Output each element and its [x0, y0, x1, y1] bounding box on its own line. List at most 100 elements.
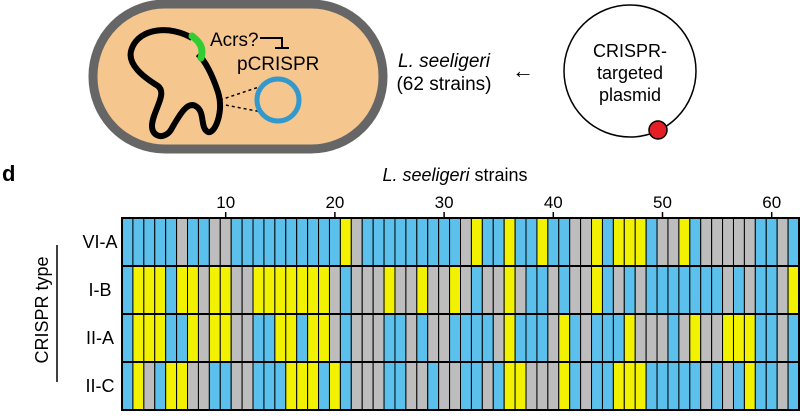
cell-ii-a-30 — [438, 313, 451, 363]
cell-vi-a-27 — [405, 217, 418, 267]
cell-vi-a-42 — [569, 217, 582, 267]
cell-ii-c-15 — [274, 361, 287, 411]
cell-ii-a-49 — [645, 313, 658, 363]
cell-ii-c-24 — [372, 361, 385, 411]
cell-i-b-8 — [197, 265, 210, 315]
cell-vi-a-52 — [678, 217, 691, 267]
cell-ii-a-39 — [536, 313, 549, 363]
cell-ii-c-6 — [176, 361, 189, 411]
cell-vi-a-48 — [634, 217, 647, 267]
cell-vi-a-11 — [230, 217, 243, 267]
cell-ii-c-4 — [154, 361, 167, 411]
cell-vi-a-44 — [591, 217, 603, 267]
cell-ii-a-9 — [208, 313, 221, 363]
cell-vi-a-1 — [121, 217, 134, 267]
cell-ii-a-23 — [361, 313, 374, 363]
cell-i-b-24 — [372, 265, 385, 315]
cell-i-b-39 — [536, 265, 549, 315]
cell-ii-c-14 — [263, 361, 276, 411]
cell-ii-c-38 — [525, 361, 538, 411]
cell-i-b-38 — [525, 265, 538, 315]
cell-vi-a-47 — [623, 217, 636, 267]
cell-ii-a-57 — [732, 313, 745, 363]
cell-ii-a-58 — [743, 313, 756, 363]
cell-i-b-13 — [252, 265, 265, 315]
cell-ii-a-31 — [449, 313, 461, 363]
acr-locus — [188, 32, 206, 62]
cell-i-b-51 — [667, 265, 680, 315]
x-tick-label-50: 50 — [653, 193, 672, 212]
cell-vi-a-40 — [547, 217, 560, 267]
cell-ii-c-51 — [667, 361, 680, 411]
cell-vi-a-54 — [700, 217, 713, 267]
cell-ii-a-34 — [481, 313, 494, 363]
cell-ii-c-46 — [612, 361, 625, 411]
cell-ii-a-20 — [328, 313, 341, 363]
cell-i-b-43 — [580, 265, 593, 315]
cell-i-b-33 — [470, 265, 483, 315]
cell-ii-c-5 — [165, 361, 178, 411]
plasmid-label: pCRISPR — [237, 54, 319, 75]
cell-vi-a-5 — [165, 217, 178, 267]
cell-vi-a-9 — [208, 217, 221, 267]
cell-vi-a-37 — [514, 217, 527, 267]
cell-i-b-49 — [645, 265, 658, 315]
cell-ii-a-50 — [656, 313, 669, 363]
cell-vi-a-53 — [689, 217, 702, 267]
cell-ii-c-23 — [361, 361, 374, 411]
cell-ii-c-1 — [121, 361, 134, 411]
cell-ii-a-26 — [394, 313, 407, 363]
zoom-line-bottom — [219, 103, 263, 113]
cell-ii-a-38 — [525, 313, 538, 363]
cell-ii-a-12 — [241, 313, 254, 363]
cell-i-b-35 — [492, 265, 505, 315]
cell-i-b-59 — [754, 265, 767, 315]
cell-vi-a-23 — [361, 217, 374, 267]
cell-ii-c-33 — [470, 361, 483, 411]
cell-i-b-2 — [132, 265, 145, 315]
cell-ii-c-61 — [776, 361, 789, 411]
cell-vi-a-16 — [285, 217, 298, 267]
cell-i-b-26 — [394, 265, 407, 315]
cell-ii-c-43 — [580, 361, 593, 411]
cell-i-b-58 — [743, 265, 756, 315]
cell-i-b-56 — [722, 265, 734, 315]
chromosome-loop — [127, 27, 223, 139]
cell-ii-c-59 — [754, 361, 767, 411]
cell-i-b-22 — [350, 265, 363, 315]
cell-i-b-16 — [285, 265, 298, 315]
row-label-i-b: I-B — [88, 280, 111, 300]
targeted-plasmid-line-3: plasmid — [599, 85, 661, 105]
cell-i-b-6 — [176, 265, 189, 315]
cell-ii-a-53 — [689, 313, 702, 363]
cell-i-b-11 — [230, 265, 243, 315]
cell-i-b-46 — [612, 265, 625, 315]
cell-ii-a-14 — [263, 313, 276, 363]
cell-ii-a-40 — [547, 313, 560, 363]
cell-i-b-41 — [558, 265, 571, 315]
cell-ii-c-50 — [656, 361, 669, 411]
cell-ii-c-45 — [601, 361, 614, 411]
cell-vi-a-41 — [558, 217, 571, 267]
cell-i-b-25 — [383, 265, 396, 315]
cell-ii-c-41 — [558, 361, 571, 411]
cell-i-b-21 — [339, 265, 352, 315]
cell-ii-a-56 — [722, 313, 734, 363]
cell-ii-a-18 — [307, 313, 320, 363]
cell-ii-c-56 — [722, 361, 734, 411]
cell-ii-c-48 — [634, 361, 647, 411]
cell-i-b-40 — [547, 265, 560, 315]
cell-ii-c-52 — [678, 361, 691, 411]
cell-ii-a-16 — [285, 313, 298, 363]
cell-ii-a-5 — [165, 313, 178, 363]
cell-ii-a-59 — [754, 313, 767, 363]
cell-ii-c-42 — [569, 361, 582, 411]
cell-i-b-52 — [678, 265, 691, 315]
cell-ii-c-49 — [645, 361, 658, 411]
cell-i-b-20 — [328, 265, 341, 315]
cell-i-b-9 — [208, 265, 221, 315]
cell-i-b-7 — [187, 265, 199, 315]
cell-vi-a-26 — [394, 217, 407, 267]
cell-i-b-14 — [263, 265, 276, 315]
cell-ii-c-12 — [241, 361, 254, 411]
